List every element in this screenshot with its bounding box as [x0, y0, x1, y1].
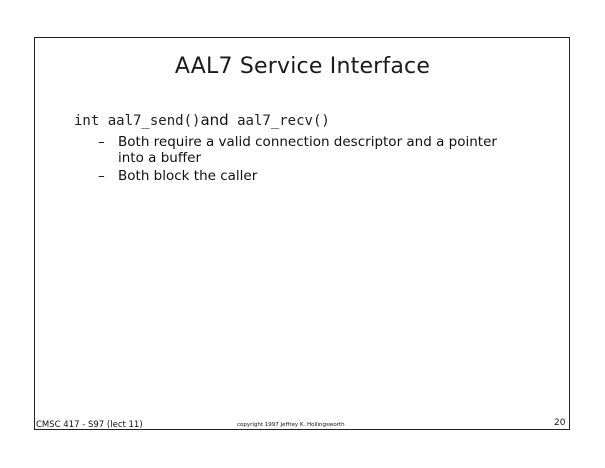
sub-bullet-item: – Both block the caller	[96, 168, 516, 184]
sub-bullet-text: Both require a valid connection descript…	[118, 134, 497, 166]
dash-marker: –	[98, 168, 105, 184]
dash-marker: –	[98, 134, 105, 150]
code-recv: aal7_recv()	[228, 113, 330, 129]
sub-bullet-list: – Both require a valid connection descri…	[96, 134, 516, 186]
main-bullet: int aal7_send()and aal7_recv()	[74, 110, 330, 129]
footer-copyright: copyright 1997 Jeffrey K. Hollingsworth	[237, 422, 345, 428]
slide-title: AAL7 Service Interface	[174, 54, 431, 79]
sub-bullet-text: Both block the caller	[118, 168, 258, 184]
connector-text: and	[200, 111, 229, 129]
page-number: 20	[554, 418, 566, 428]
slide-frame	[34, 37, 570, 430]
footer-course-label: CMSC 417 - S97 (lect 11)	[36, 420, 143, 430]
code-send: int aal7_send()	[74, 113, 201, 129]
sub-bullet-item: – Both require a valid connection descri…	[96, 134, 516, 166]
